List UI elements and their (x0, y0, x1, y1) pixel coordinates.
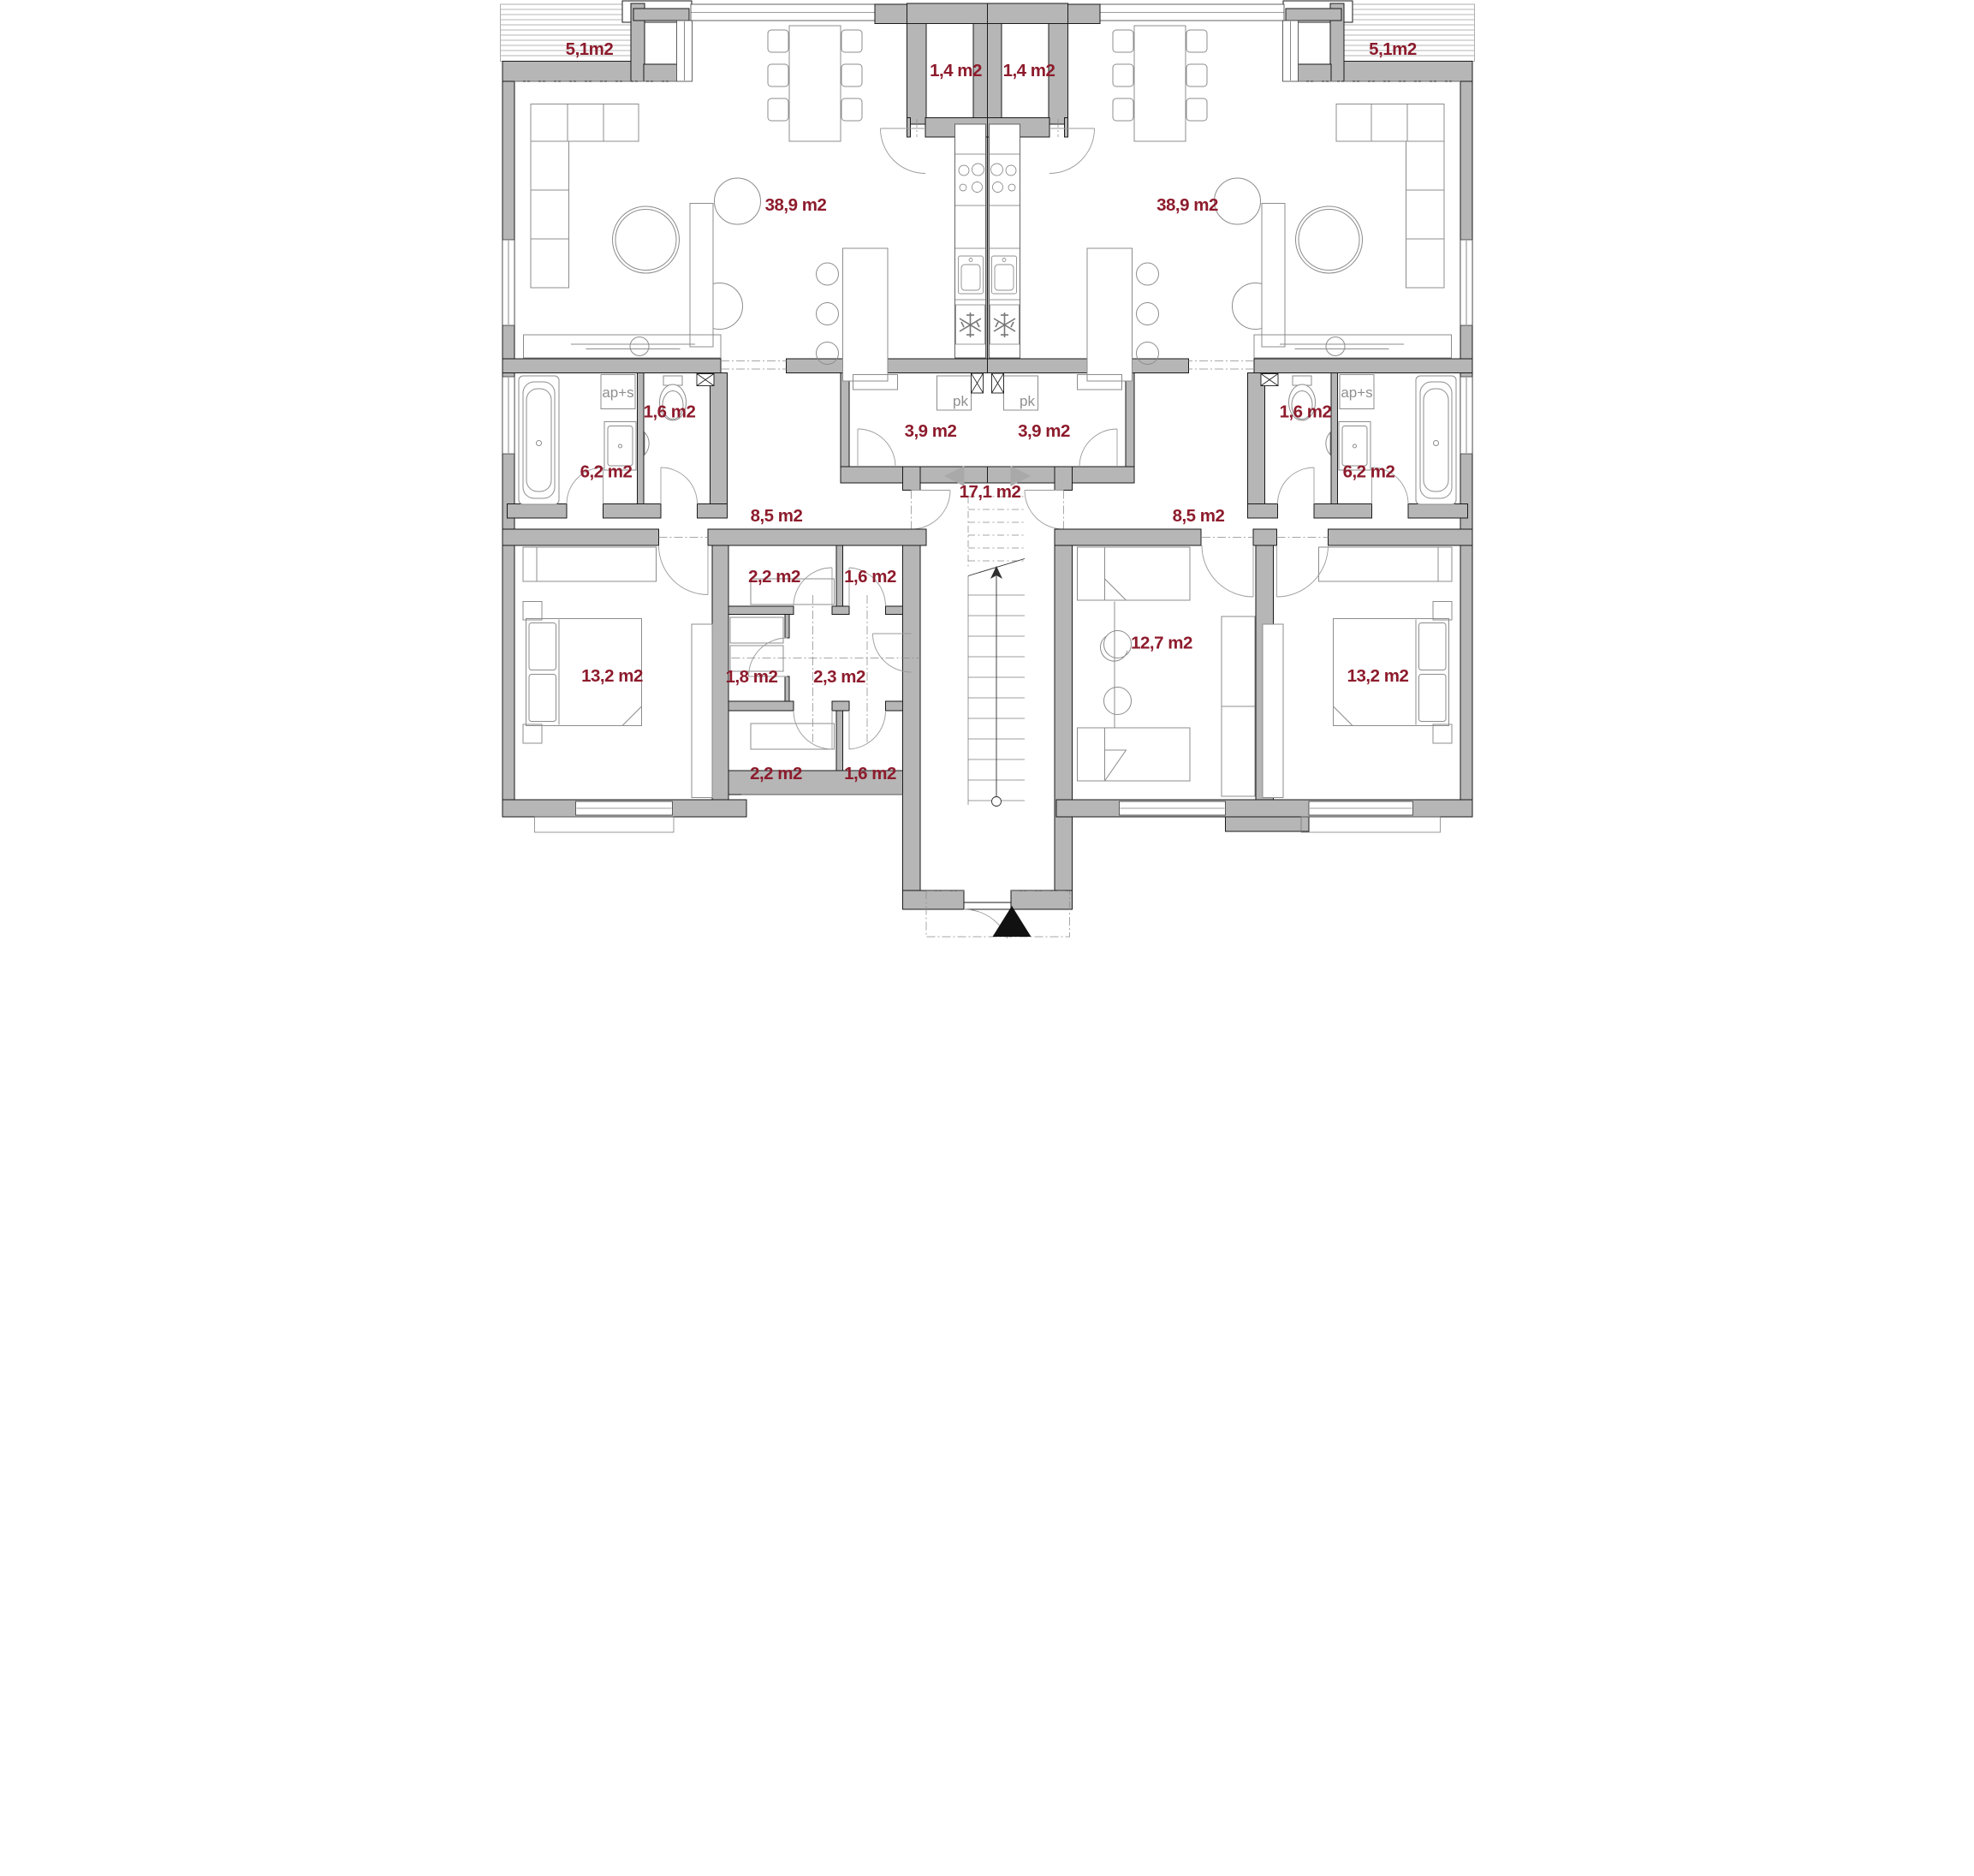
room-label-terrace-left: 5,1m2 (565, 39, 613, 59)
tall-wardrobe (691, 623, 712, 798)
floor-plan-sheet: 5,1m2 5,1m2 1,4 m2 1,4 m2 38,9 m2 38,9 m… (493, 0, 1481, 938)
coffee-tables (611, 177, 761, 330)
washing-machine (600, 374, 635, 409)
wardrobe-right (1317, 546, 1452, 582)
room-label-bedroom-right: 13,2 m2 (1347, 666, 1408, 686)
shelf (729, 645, 783, 672)
room-label-utility-left: 3,9 m2 (904, 421, 956, 441)
room-label-living-left: 38,9 m2 (764, 195, 826, 215)
floor-plan-svg: 5,1m2 5,1m2 1,4 m2 1,4 m2 38,9 m2 38,9 m… (493, 0, 1481, 938)
room-label-wc-right: 1,6 m2 (1279, 402, 1331, 422)
wardrobe (522, 546, 657, 582)
stairwell (925, 466, 1070, 938)
room-label-bath-right: 6,2 m2 (1342, 462, 1394, 482)
corner-sink (644, 431, 650, 456)
single-bed-bottom (1076, 727, 1190, 782)
room-label-storage-right: 1,4 m2 (1002, 61, 1055, 80)
stair-up-arrow (990, 566, 1002, 807)
cooktop-icon (958, 163, 984, 193)
bedroom-door (657, 537, 708, 595)
desk-and-chairs (1099, 601, 1132, 728)
left-wing (502, 528, 926, 833)
room-label-wc-left: 1,6 m2 (643, 402, 695, 422)
wardrobe-kids (1221, 616, 1255, 797)
room-label-hall-right: 8,5 m2 (1172, 506, 1224, 526)
tv-sideboard (522, 334, 721, 359)
room-label-hall-left: 8,5 m2 (750, 506, 802, 526)
shelf (750, 578, 835, 605)
double-bed-right (1332, 601, 1452, 744)
direction-arrow-right-icon (1010, 466, 1031, 486)
room-label-store-16-bot: 1,6 m2 (844, 764, 896, 783)
room-label-bath-left: 6,2 m2 (580, 462, 632, 482)
terrace-deck (499, 3, 631, 62)
room-label-bedroom-kids: 12,7 m2 (1131, 634, 1192, 653)
kitchen-counter (954, 123, 986, 359)
bath-sink (603, 421, 636, 471)
room-label-store-18: 1,8 m2 (725, 667, 777, 687)
corner-sofa (530, 104, 639, 289)
bedroom-right-door (1275, 537, 1329, 598)
shelf (729, 616, 783, 644)
room-label-store-23: 2,3 m2 (813, 667, 865, 687)
right-wing (1054, 528, 1472, 833)
washer-tag-right: ap+s (1341, 384, 1372, 401)
entrance (925, 890, 1070, 938)
fridge-snowflake-icon (954, 304, 985, 345)
toilet (658, 375, 687, 421)
room-label-terrace-right: 5,1m2 (1369, 39, 1417, 59)
room-label-storage-left: 1,4 m2 (930, 61, 982, 80)
bathtub (518, 375, 559, 505)
room-label-store-16-top: 1,6 m2 (844, 567, 896, 587)
entrance-triangle-icon (992, 906, 1031, 937)
apartment-structure (499, 0, 988, 910)
stairs (967, 496, 1025, 807)
overhang-lines (514, 80, 917, 529)
direction-arrow-left-icon (943, 466, 964, 486)
walls (502, 0, 988, 910)
washer-tag-left: ap+s (602, 384, 633, 401)
storage-doors (731, 567, 920, 750)
single-bed-top (1076, 546, 1190, 601)
room-label-utility-right: 3,9 m2 (1018, 421, 1070, 441)
room-label-store-22-top: 2,2 m2 (748, 567, 800, 587)
tall-cabinet (689, 203, 713, 348)
boiler-tag-left: pk (953, 393, 968, 409)
room-label-stairwell: 17,1 m2 (959, 482, 1020, 502)
shelf (750, 723, 835, 750)
kitchen-sink-icon (957, 255, 984, 295)
dining-table (767, 25, 862, 142)
kids-room-door (1201, 537, 1253, 598)
utility-room (852, 372, 984, 411)
room-label-store-22-bot: 2,2 m2 (750, 764, 802, 783)
kitchen-island (815, 247, 888, 382)
double-bed (522, 601, 642, 744)
boiler-tag-right: pk (1020, 393, 1035, 409)
room-label-living-right: 38,9 m2 (1156, 195, 1218, 215)
doors (566, 128, 950, 530)
room-label-bedroom-left: 13,2 m2 (581, 666, 643, 686)
tall-wardrobe-right (1262, 623, 1283, 798)
